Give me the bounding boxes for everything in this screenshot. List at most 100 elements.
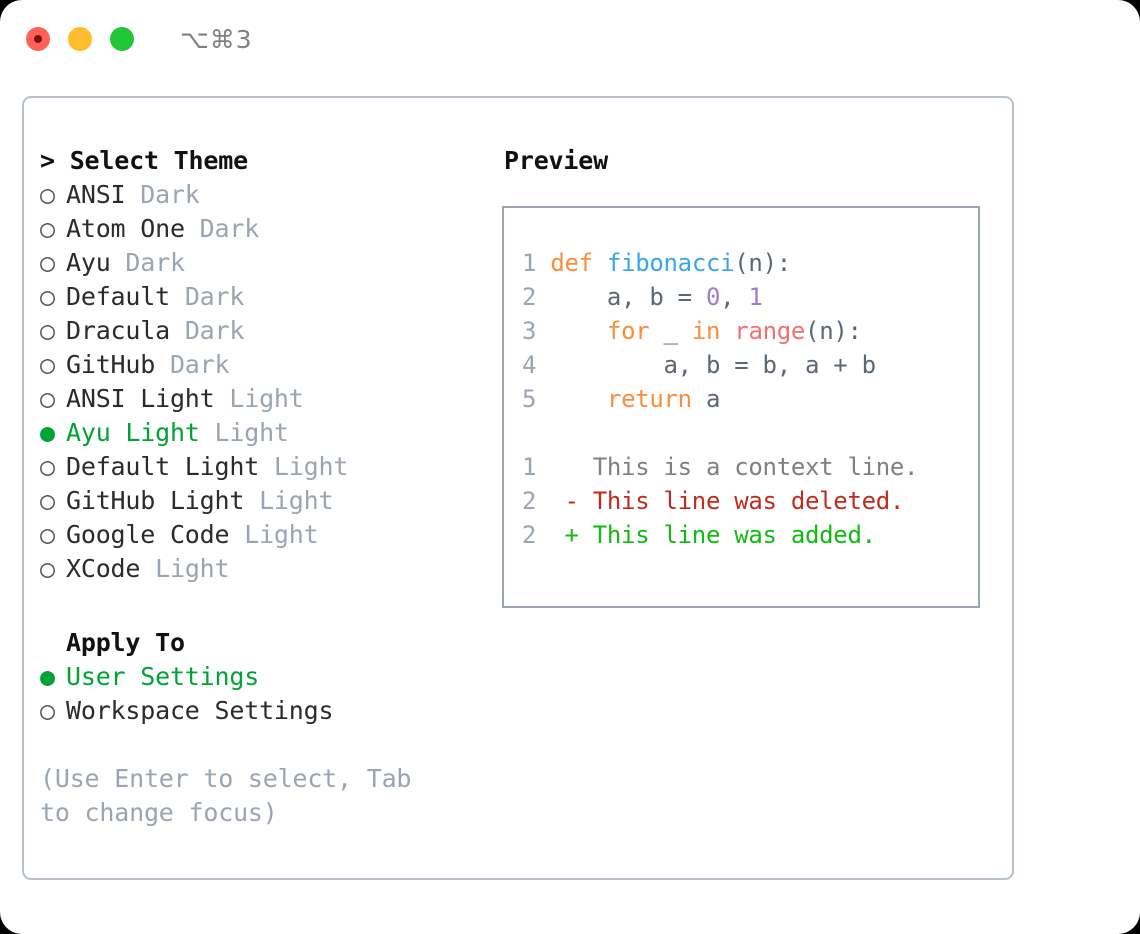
theme-option-ansi-light[interactable]: ○ ANSI Light Light <box>40 382 494 416</box>
theme-option-kind: Light <box>229 520 319 549</box>
apply-to-option-workspace-settings[interactable]: ○ Workspace Settings <box>40 694 494 728</box>
theme-option-label: Google Code <box>66 520 230 549</box>
select-theme-heading: > Select Theme <box>40 146 248 175</box>
radio-unselected-icon: ○ <box>40 486 55 515</box>
theme-option-kind: Light <box>214 384 304 413</box>
code-token: 1 <box>748 283 763 311</box>
keyboard-hint-text: (Use Enter to select, Tab to change focu… <box>40 764 412 827</box>
theme-option-default[interactable]: ○ Default Dark <box>40 280 494 314</box>
theme-option-kind: Light <box>199 418 289 447</box>
theme-option-label: Dracula <box>66 316 170 345</box>
code-token: 0 <box>705 283 721 311</box>
theme-option-label: ANSI Light <box>66 384 215 413</box>
apply-to-list[interactable]: ● User Settings ○ Workspace Settings <box>40 660 494 728</box>
apply-to-option-label: User Settings <box>66 662 260 691</box>
theme-option-kind: Light <box>140 554 230 583</box>
diff-line-number: 2 <box>522 487 537 515</box>
theme-option-kind: Dark <box>169 282 245 311</box>
code-line-number: 4 <box>522 351 537 379</box>
radio-unselected-icon: ○ <box>40 384 55 413</box>
code-line-number: 3 <box>522 317 537 345</box>
theme-option-label: Ayu <box>66 248 111 277</box>
theme-option-label: XCode <box>66 554 141 583</box>
theme-option-kind: Dark <box>184 214 260 243</box>
preview-column: Preview 1 def fibonacci(n):2 a, b = 0, 1… <box>494 144 1012 878</box>
theme-option-ayu[interactable]: ○Ayu Dark <box>40 246 494 280</box>
theme-option-github-light[interactable]: ○ GitHub Light Light <box>40 484 494 518</box>
theme-option-label: Default Light <box>66 452 260 481</box>
theme-selector-panel: > Select Theme ○ANSI Dark○Atom One Dark○… <box>22 96 1014 880</box>
code-gutter-space <box>536 317 550 345</box>
maximize-icon[interactable] <box>110 27 134 51</box>
theme-option-xcode[interactable]: ○ XCode Light <box>40 552 494 586</box>
title-bar: ⌥⌘3 <box>0 0 1140 78</box>
code-gutter-space <box>536 283 550 311</box>
code-line-number: 2 <box>522 283 537 311</box>
code-gutter-space <box>536 351 550 379</box>
radio-unselected-icon: ○ <box>40 696 55 725</box>
theme-option-kind: Light <box>259 452 349 481</box>
code-line: 2 a, b = 0, 1 <box>522 280 978 314</box>
theme-option-ayu-light[interactable]: ● Ayu Light Light <box>40 416 494 450</box>
keyboard-shortcut-label: ⌥⌘3 <box>180 24 253 54</box>
radio-selected-icon: ● <box>40 418 55 447</box>
theme-option-label: GitHub Light <box>66 486 245 515</box>
code-gutter-space <box>536 249 550 277</box>
radio-unselected-icon: ○ <box>40 520 55 549</box>
code-token: in <box>691 317 721 345</box>
diff-line-text: - This line was deleted. <box>536 487 905 515</box>
theme-option-label: Default <box>66 282 170 311</box>
theme-list[interactable]: ○ANSI Dark○Atom One Dark○Ayu Dark○Defaul… <box>40 178 494 586</box>
code-token: _ <box>649 317 692 345</box>
diff-line-del: 2 - This line was deleted. <box>522 484 978 518</box>
code-line: 1 def fibonacci(n): <box>522 246 978 280</box>
theme-option-github[interactable]: ○GitHub Dark <box>40 348 494 382</box>
radio-unselected-icon: ○ <box>40 214 55 243</box>
radio-unselected-icon: ○ <box>40 316 55 345</box>
code-token: (n): <box>805 317 862 345</box>
code-token: def <box>550 249 593 277</box>
code-token: a, b = b, a + b <box>550 351 877 379</box>
theme-option-dracula[interactable]: ○Dracula Dark <box>40 314 494 348</box>
theme-option-kind: Light <box>244 486 334 515</box>
diff-line-ctx: 1 This is a context line. <box>522 450 978 484</box>
code-token: a, b = <box>550 283 706 311</box>
code-token: , <box>720 283 749 311</box>
theme-option-label: ANSI <box>66 180 126 209</box>
radio-selected-icon: ● <box>40 662 55 691</box>
theme-option-default-light[interactable]: ○Default Light Light <box>40 450 494 484</box>
radio-unselected-icon: ○ <box>40 282 55 311</box>
theme-option-ansi[interactable]: ○ ANSI Dark <box>40 178 494 212</box>
radio-unselected-icon: ○ <box>40 554 55 583</box>
code-token: for <box>606 317 650 345</box>
diff-sample: 1 This is a context line.2 - This line w… <box>522 450 978 552</box>
theme-option-kind: Dark <box>125 180 200 209</box>
code-token: fibonacci <box>606 249 735 277</box>
code-line: 5 return a <box>522 382 978 416</box>
diff-line-number: 2 <box>522 521 537 549</box>
minimize-icon[interactable] <box>68 27 92 51</box>
theme-option-kind: Dark <box>155 350 230 379</box>
theme-option-label: Ayu Light <box>66 418 200 447</box>
theme-option-atom-one[interactable]: ○ Atom One Dark <box>40 212 494 246</box>
apply-to-option-user-settings[interactable]: ● User Settings <box>40 660 494 694</box>
diff-line-text: This is a context line. <box>536 453 919 481</box>
apply-to-option-label: Workspace Settings <box>66 696 334 725</box>
close-icon[interactable] <box>26 27 50 51</box>
traffic-lights <box>26 27 134 51</box>
code-token: return <box>606 385 692 413</box>
radio-unselected-icon: ○ <box>40 350 55 379</box>
radio-unselected-icon: ○ <box>40 248 55 277</box>
code-line: 4 a, b = b, a + b <box>522 348 978 382</box>
code-line-number: 5 <box>522 385 537 413</box>
code-token <box>720 317 734 345</box>
radio-unselected-icon: ○ <box>40 180 55 209</box>
code-line: 3 for _ in range(n): <box>522 314 978 348</box>
theme-option-label: Atom One <box>66 214 185 243</box>
theme-option-google-code[interactable]: ○ Google Code Light <box>40 518 494 552</box>
theme-list-column: > Select Theme ○ANSI Dark○Atom One Dark○… <box>24 144 494 878</box>
apply-to-heading: Apply To <box>66 628 185 657</box>
